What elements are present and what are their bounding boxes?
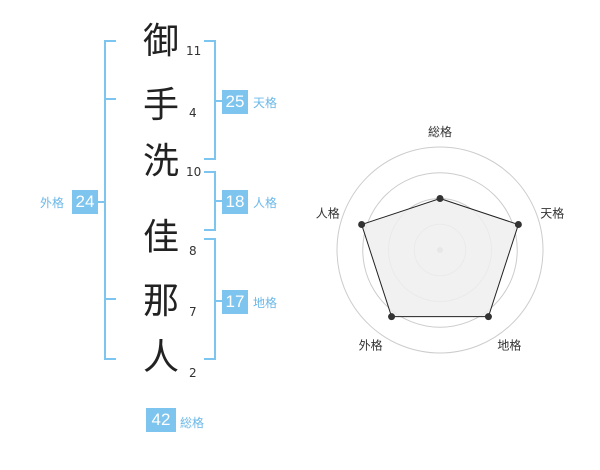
chikaku-value: 17 xyxy=(222,290,248,314)
stroke-count-3: 10 xyxy=(186,165,202,179)
radar-axis-label-4: 外格 xyxy=(359,337,383,352)
stroke-count-2: 4 xyxy=(189,106,197,120)
name-char-5: 那 xyxy=(142,281,179,322)
jinkaku-value: 18 xyxy=(222,190,248,214)
stroke-count-1: 11 xyxy=(186,44,202,58)
gaikaku-bracket-connector xyxy=(98,201,104,203)
gaikaku-bracket-tick xyxy=(104,298,116,300)
tenkaku-value: 25 xyxy=(222,90,248,114)
gaikaku-bracket xyxy=(104,40,116,360)
gaikaku-label: 外格 xyxy=(40,196,65,210)
chikaku-label: 地格 xyxy=(253,296,278,310)
radar-axis-label-5: 人格 xyxy=(316,206,340,221)
radar-ring xyxy=(362,172,518,328)
radar-axis-label-3: 地格 xyxy=(497,337,521,352)
gaikaku-bracket-tick xyxy=(104,98,116,100)
gaikaku-value: 24 xyxy=(72,190,98,214)
chikaku-bracket xyxy=(204,238,216,360)
stroke-count-5: 7 xyxy=(189,305,197,319)
radar-point-2 xyxy=(514,221,522,229)
radar-axis-label-1: 総格 xyxy=(428,124,452,139)
radar-ring xyxy=(336,146,544,354)
radar-axis-label-2: 天格 xyxy=(540,206,564,221)
tenkaku-label: 天格 xyxy=(253,96,278,110)
jinkaku-bracket-connector xyxy=(216,200,222,202)
tenkaku-bracket xyxy=(204,40,216,160)
name-char-1: 御 xyxy=(142,21,179,62)
tenkaku-bracket-connector xyxy=(216,100,222,102)
name-char-6: 人 xyxy=(142,337,179,378)
stroke-count-6: 2 xyxy=(189,366,197,380)
name-char-2: 手 xyxy=(142,85,179,126)
stroke-count-4: 8 xyxy=(189,244,197,258)
jinkaku-label: 人格 xyxy=(253,196,278,210)
radar-point-3 xyxy=(484,313,492,321)
name-char-3: 洗 xyxy=(142,141,179,182)
radar-point-1 xyxy=(436,195,444,202)
radar-area xyxy=(361,197,519,318)
name-char-4: 佳 xyxy=(142,217,179,258)
soukaku-label: 総格 xyxy=(180,416,205,430)
radar-point-5 xyxy=(358,221,366,229)
chikaku-bracket-connector xyxy=(216,300,222,302)
soukaku-value: 42 xyxy=(146,408,176,432)
radar-points xyxy=(358,195,522,321)
radar-point-4 xyxy=(388,313,396,321)
jinkaku-bracket xyxy=(204,171,216,231)
